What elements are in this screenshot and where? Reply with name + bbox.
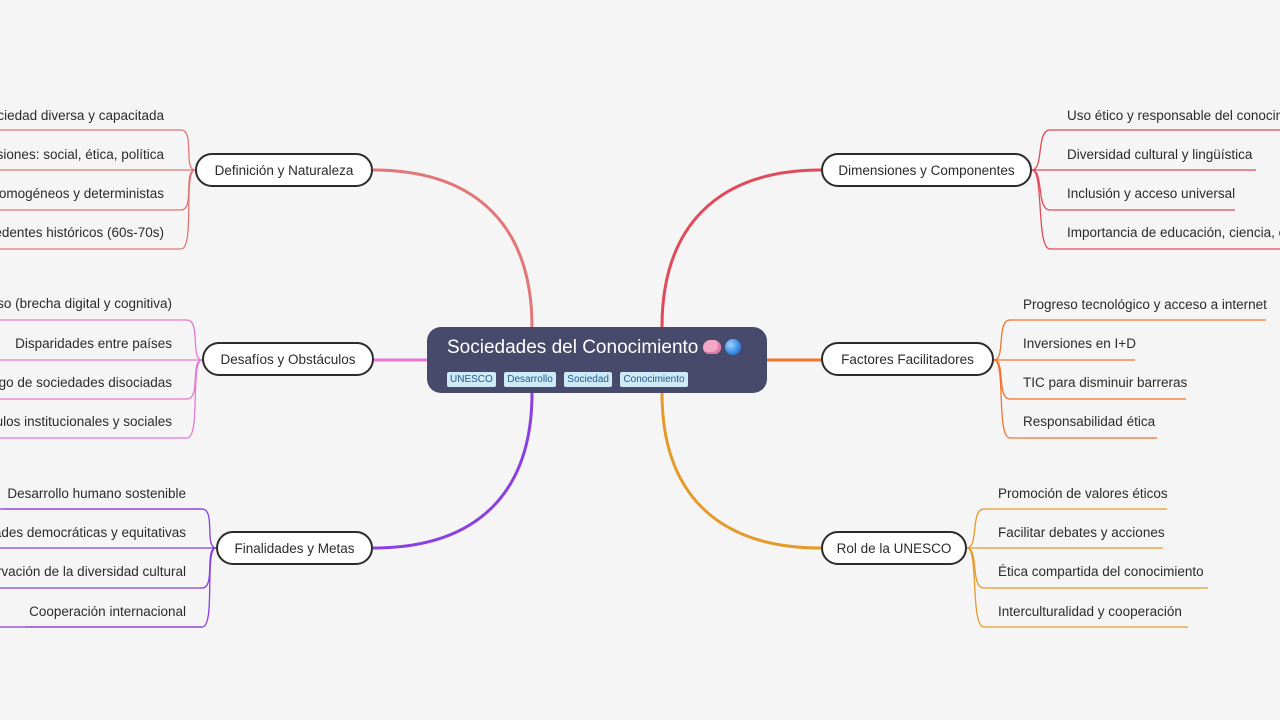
leaf-link-desafios-3 — [0, 359, 203, 400]
leaf-rol-1[interactable]: Promoción de valores éticos — [998, 486, 1168, 501]
leaf-link-dimensiones-3 — [1031, 169, 1235, 211]
branch-dimensiones-componentes[interactable]: Dimensiones y Componentes — [821, 153, 1032, 187]
central-topic-title: Sociedades del Conocimiento — [447, 337, 699, 358]
leaf-link-rol-3 — [966, 547, 1208, 589]
leaf-dimensiones-4[interactable]: Importancia de educación, ciencia, cultu… — [1067, 225, 1280, 240]
leaf-link-finalidades-1 — [0, 508, 217, 549]
leaf-definicion-2[interactable]: Dimensiones: social, ética, política — [0, 147, 164, 162]
tag-sociedad[interactable]: Sociedad — [564, 372, 612, 387]
leaf-rol-2[interactable]: Facilitar debates y acciones — [998, 525, 1165, 540]
link-finalidades — [372, 392, 534, 550]
leaf-definicion-1[interactable]: Sociedad diversa y capacitada — [0, 108, 164, 123]
leaf-desafios-3[interactable]: Riesgo de sociedades disociadas — [0, 375, 172, 390]
leaf-factores-3[interactable]: TIC para disminuir barreras — [1023, 375, 1188, 390]
tag-unesco[interactable]: UNESCO — [447, 372, 496, 387]
globe-icon — [725, 339, 742, 355]
leaf-rol-3[interactable]: Ética compartida del conocimiento — [998, 564, 1204, 579]
leaf-factores-1[interactable]: Progreso tecnológico y acceso a internet — [1023, 297, 1267, 312]
leaf-factores-4[interactable]: Responsabilidad ética — [1023, 414, 1156, 429]
leaf-link-rol-4 — [966, 547, 1188, 628]
branch-finalidades-metas[interactable]: Finalidades y Metas — [216, 531, 373, 565]
branch-definicion-naturaleza[interactable]: Definición y Naturaleza — [195, 153, 373, 187]
tag-list: UNESCO Desarrollo Sociedad Conocimiento — [447, 369, 747, 387]
leaf-link-factores-3 — [993, 359, 1186, 400]
leaf-finalidades-1[interactable]: Desarrollo humano sostenible — [7, 486, 186, 501]
link-rol — [660, 392, 822, 550]
leaf-factores-2[interactable]: Inversiones en I+D — [1023, 336, 1136, 351]
leaf-dimensiones-1[interactable]: Uso ético y responsable del conocimiento — [1067, 108, 1280, 123]
branch-desafios-obstaculos[interactable]: Desafíos y Obstáculos — [202, 342, 374, 376]
branch-rol-unesco[interactable]: Rol de la UNESCO — [821, 531, 967, 565]
leaf-definicion-3[interactable]: No homogéneos y deterministas — [0, 186, 164, 201]
leaf-desafios-1[interactable]: Acceso (brecha digital y cognitiva) — [0, 296, 172, 311]
tag-conocimiento[interactable]: Conocimiento — [620, 372, 688, 387]
brain-icon — [703, 340, 722, 354]
link-dimensiones — [660, 168, 822, 328]
leaf-link-definicion-1 — [0, 129, 196, 171]
leaf-rol-4[interactable]: Interculturalidad y cooperación — [998, 604, 1182, 619]
leaf-link-desafios-1 — [0, 319, 203, 361]
leaf-link-finalidades-4 — [0, 547, 217, 628]
leaf-link-desafios-4 — [0, 359, 203, 439]
leaf-link-factores-4 — [993, 359, 1157, 439]
leaf-link-rol-1 — [966, 508, 1167, 549]
leaf-link-definicion-4 — [0, 169, 196, 250]
leaf-definicion-4[interactable]: Antecedentes históricos (60s-70s) — [0, 225, 164, 240]
leaf-finalidades-3[interactable]: Preservación de la diversidad cultural — [0, 564, 186, 579]
leaf-dimensiones-3[interactable]: Inclusión y acceso universal — [1067, 186, 1236, 201]
leaf-dimensiones-2[interactable]: Diversidad cultural y lingüística — [1067, 147, 1253, 162]
link-definicion — [372, 168, 534, 328]
central-topic[interactable]: Sociedades del Conocimiento UNESCO Desar… — [427, 327, 767, 393]
leaf-finalidades-2[interactable]: Sociedades democráticas y equitativas — [0, 525, 186, 540]
leaf-link-dimensiones-4 — [1031, 169, 1280, 250]
branch-factores-facilitadores[interactable]: Factores Facilitadores — [821, 342, 994, 376]
leaf-finalidades-4[interactable]: Cooperación internacional — [29, 604, 186, 619]
leaf-link-factores-1 — [993, 319, 1266, 361]
leaf-desafios-4[interactable]: Obstáculos institucionales y sociales — [0, 414, 172, 429]
leaf-link-dimensiones-1 — [1031, 129, 1280, 171]
tag-desarrollo[interactable]: Desarrollo — [504, 372, 556, 387]
leaf-desafios-2[interactable]: Disparidades entre países — [15, 336, 172, 351]
